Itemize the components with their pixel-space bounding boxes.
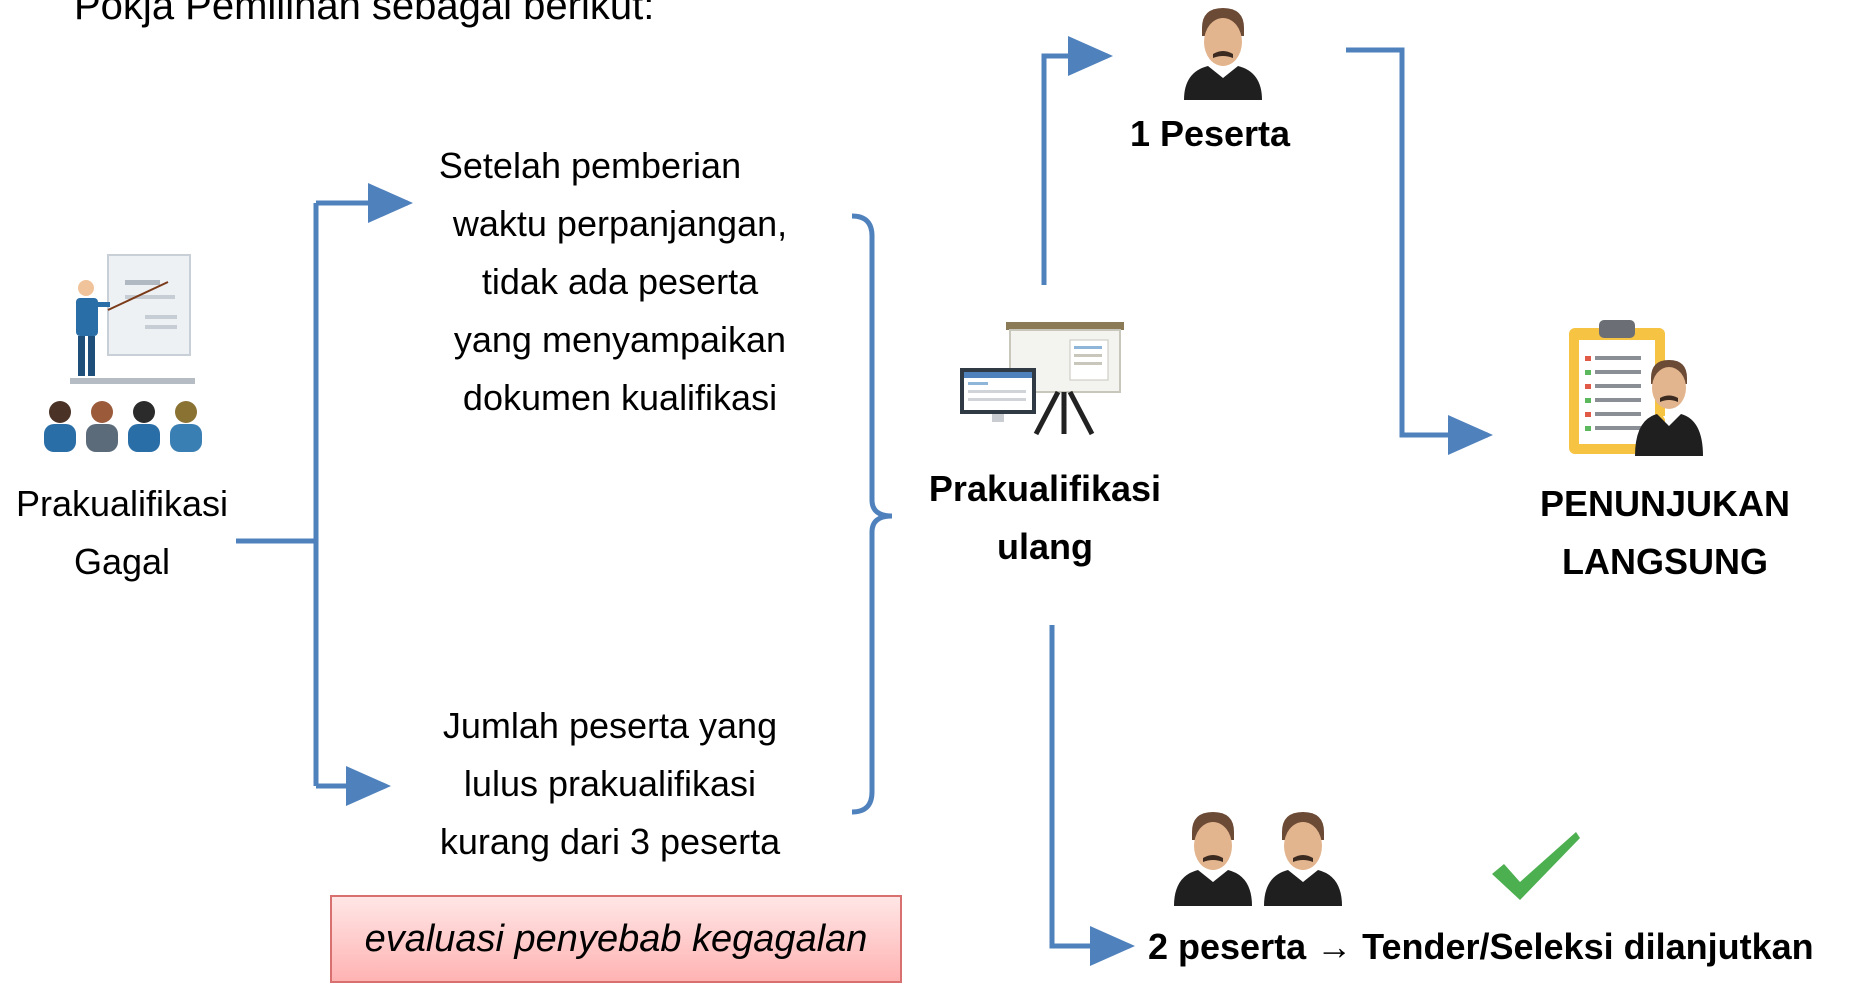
two-participants-label: 2 peserta — [1148, 926, 1307, 967]
presenter-audience-icon — [44, 254, 202, 452]
branch-to-appointment — [1346, 47, 1493, 455]
condition-line: waktu perpanjangan, — [452, 203, 788, 244]
presentation-easel-icon — [960, 322, 1124, 436]
arrow-right-icon: → — [1316, 926, 1353, 967]
one-participant-label: 1 Peserta — [1129, 113, 1291, 154]
branch-down — [1049, 625, 1135, 966]
two-participants-outcome: 2 peserta → Tender/Seleksi dilanjutkan — [1148, 918, 1848, 976]
continue-label: Tender/Seleksi dilanjutkan — [1362, 926, 1814, 967]
merge-bracket — [851, 213, 893, 815]
label-line: LANGSUNG — [1562, 541, 1768, 582]
branch-up — [1041, 36, 1113, 285]
condition-line: Jumlah peserta yang — [442, 705, 778, 746]
condition-line: Setelah pemberian — [438, 145, 742, 186]
label-line: Gagal — [73, 541, 171, 582]
two-persons-icon — [1174, 812, 1342, 906]
condition-line: kurang dari 3 peserta — [439, 821, 781, 862]
condition-bottom: Jumlah peserta yang lulus prakualifikasi… — [390, 697, 830, 871]
direct-appointment-label: PENUNJUKAN LANGSUNG — [1505, 475, 1825, 591]
label-line: PENUNJUKAN — [1539, 483, 1791, 524]
condition-line: lulus prakualifikasi — [463, 763, 757, 804]
split-bracket — [236, 203, 319, 786]
condition-top: Setelah pemberian waktu perpanjangan, ti… — [400, 137, 840, 427]
condition-line: tidak ada peserta — [481, 261, 759, 302]
checkmark-icon — [1492, 832, 1580, 900]
clipboard-person-icon — [1569, 320, 1703, 456]
label-line: Prakualifikasi — [928, 468, 1162, 509]
person-icon — [1184, 8, 1262, 100]
condition-line: dokumen kualifikasi — [462, 377, 778, 418]
re-prequalification-label: Prakualifikasi ulang — [910, 460, 1180, 576]
condition-line: yang menyampaikan — [453, 319, 787, 360]
failed-prequalification-label: Prakualifikasi Gagal — [0, 475, 244, 591]
label-line: Prakualifikasi — [15, 483, 229, 524]
page-heading: Pokja Pemilihan sebagai berikut: — [74, 0, 655, 28]
evaluation-box: evaluasi penyebab kegagalan — [330, 895, 902, 983]
label-line: ulang — [997, 526, 1093, 567]
